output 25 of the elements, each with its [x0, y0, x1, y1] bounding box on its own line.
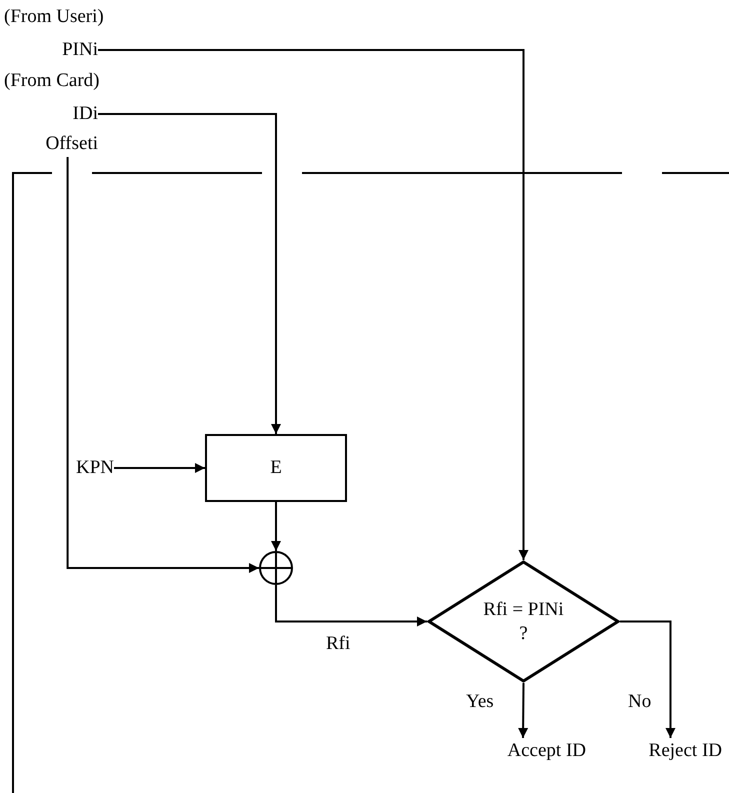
- node-text: KPN: [76, 456, 114, 480]
- edge-label: Yes: [466, 690, 494, 714]
- edge-label: No: [628, 690, 652, 714]
- node-text: Offseti: [46, 132, 98, 156]
- decision-diamond: [427, 560, 620, 683]
- node-text: ?: [519, 622, 528, 646]
- node-text: IDi: [72, 102, 98, 126]
- arrow: [66, 157, 259, 573]
- source-label: (From Card): [4, 69, 100, 93]
- xor-circle: [259, 551, 293, 585]
- node-text: Rfi = PINi: [483, 598, 564, 622]
- arrow: [620, 620, 676, 738]
- node-text: Reject ID: [648, 739, 722, 763]
- node-text: PINi: [62, 38, 98, 62]
- arrow: [518, 682, 528, 738]
- arrow: [98, 49, 528, 560]
- arrow: [271, 502, 281, 551]
- arrow: [98, 113, 281, 434]
- source-label: (From Useri): [4, 5, 104, 29]
- arrow: [114, 463, 205, 473]
- arrow: [275, 585, 427, 626]
- node-text: Accept ID: [507, 739, 586, 763]
- process-box: [205, 434, 347, 502]
- edge-label: Rfi: [326, 632, 350, 656]
- node-text: E: [270, 456, 282, 480]
